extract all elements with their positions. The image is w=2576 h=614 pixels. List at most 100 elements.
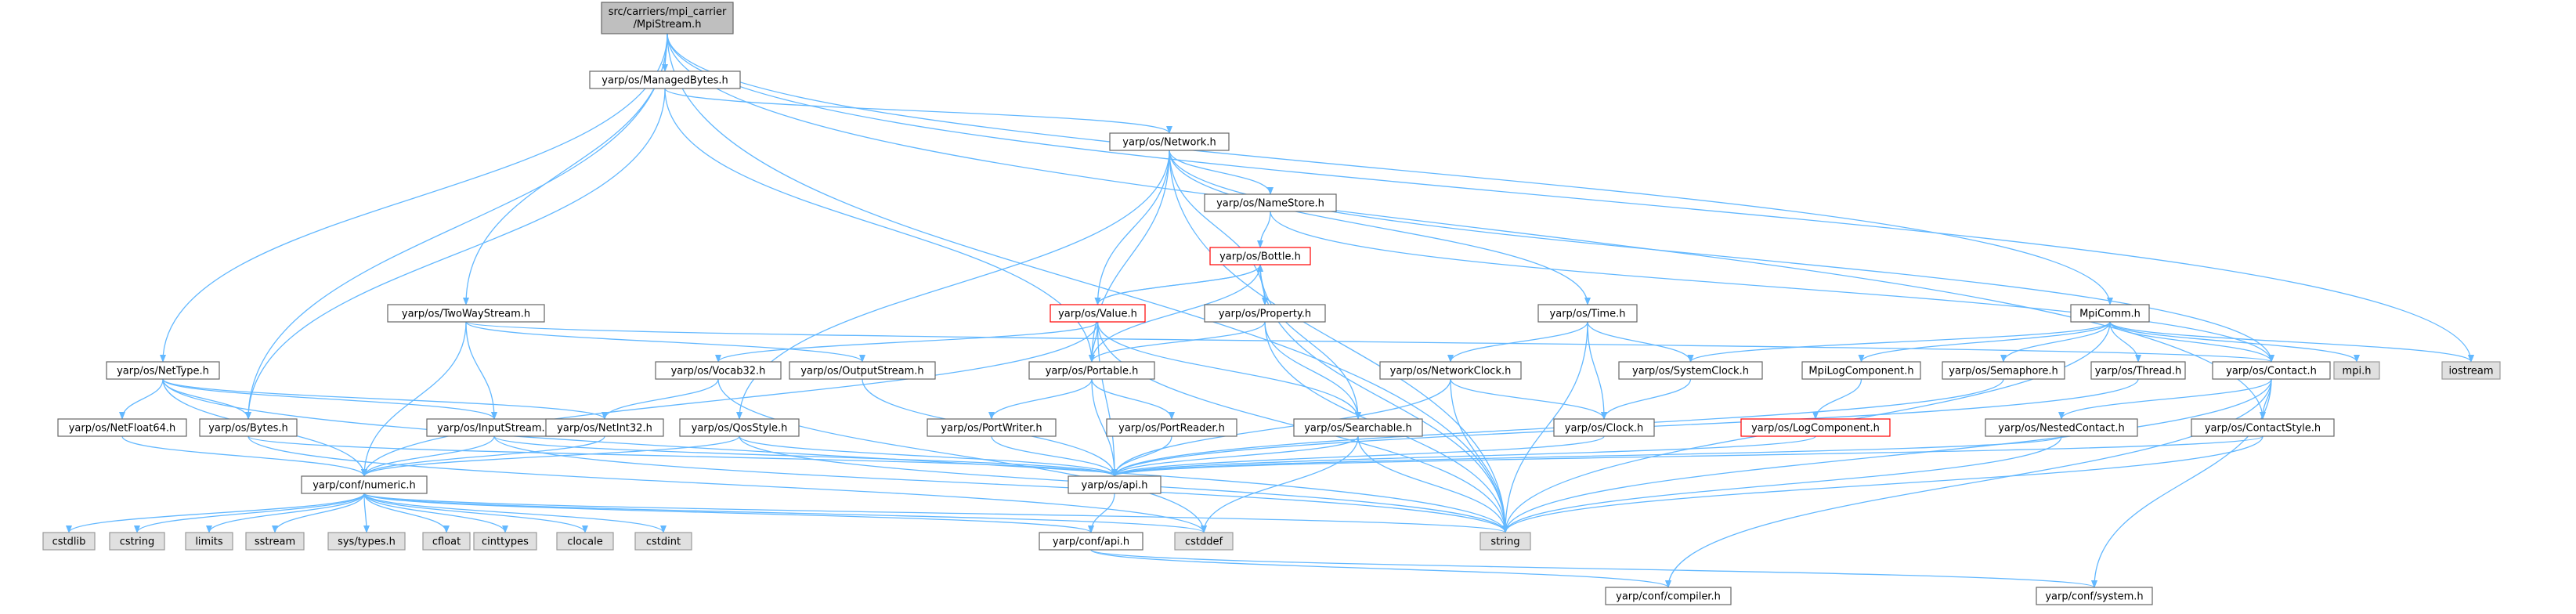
edge-managedbytes-to-bytes (245, 88, 666, 420)
node-box (1605, 587, 1732, 605)
edge-searchable-to-api (1111, 435, 1359, 477)
node-box (245, 532, 305, 551)
node-contactstyle[interactable]: yarp/os/ContactStyle.h (2191, 418, 2335, 437)
node-root[interactable]: src/carriers/mpi_carrier/MpiStream.h (601, 2, 734, 34)
node-thread[interactable]: yarp/os/Thread.h (2090, 361, 2186, 380)
node-label: yarp/os/Time.h (1550, 309, 1626, 320)
node-contact[interactable]: yarp/os/Contact.h (2212, 361, 2331, 380)
node-namestore[interactable]: yarp/os/NameStore.h (1204, 193, 1337, 212)
node-bottle[interactable]: yarp/os/Bottle.h (1209, 247, 1311, 265)
node-label: yarp/os/Searchable.h (1304, 423, 1412, 435)
node-portable[interactable]: yarp/os/Portable.h (1028, 361, 1155, 380)
edge-nettype-to-netint32 (162, 378, 608, 420)
edge-portwriter-to-api (991, 435, 1118, 477)
node-box (589, 70, 741, 89)
node-numeric[interactable]: yarp/conf/numeric.h (301, 475, 428, 494)
node-label-line1: src/carriers/mpi_carrier (609, 6, 727, 18)
edge-contact-to-system (2091, 378, 2272, 588)
node-box (1174, 532, 1234, 551)
node-mpicomm[interactable]: MpiComm.h (2070, 304, 2150, 323)
edge-contact-to-string (1502, 378, 2272, 533)
node-bytes[interactable]: yarp/os/Bytes.h (199, 418, 298, 437)
edge-numeric-to-cfloat (363, 493, 450, 533)
node-box (42, 532, 96, 551)
edge-twowaystream-to-contact (465, 321, 2274, 363)
edge-inputstream-to-api (493, 435, 1118, 477)
edge-vocab32-to-netint32 (602, 378, 719, 420)
edge-numeric-to-systypes (363, 493, 370, 533)
edge-api-to-confapi (1088, 493, 1115, 533)
edge-mpicomm-to-semaphore (2000, 321, 2111, 363)
edge-numeric-to-sstream (272, 493, 365, 533)
edge-network-to-value (1094, 150, 1170, 305)
edge-searchable-to-string (1357, 435, 1508, 533)
node-portreader[interactable]: yarp/os/PortReader.h (1106, 418, 1237, 437)
edge-searchable-to-cstddef (1201, 435, 1359, 533)
node-portwriter[interactable]: yarp/os/PortWriter.h (927, 418, 1057, 437)
node-outputstream[interactable]: yarp/os/OutputStream.h (789, 361, 936, 380)
node-cstdint: cstdint (634, 532, 692, 551)
edge-clock-to-api (1111, 435, 1605, 477)
edge-nestedcontact-to-api (1111, 435, 2062, 477)
node-string: string (1479, 532, 1531, 551)
edge-portable-to-portreader (1091, 378, 1175, 420)
edge-portable-to-portwriter (988, 378, 1093, 420)
node-network[interactable]: yarp/os/Network.h (1109, 132, 1230, 151)
node-label: yarp/os/Value.h (1058, 309, 1137, 320)
node-label: yarp/os/Thread.h (2095, 366, 2182, 377)
node-netfloat64[interactable]: yarp/os/NetFloat64.h (57, 418, 187, 437)
node-box (473, 532, 537, 551)
node-value[interactable]: yarp/os/Value.h (1050, 304, 1146, 323)
edge-numeric-to-confapi (363, 493, 1094, 533)
node-clock[interactable]: yarp/os/Clock.h (1553, 418, 1655, 437)
node-semaphore[interactable]: yarp/os/Semaphore.h (1942, 361, 2065, 380)
node-confapi[interactable]: yarp/conf/api.h (1039, 532, 1143, 551)
node-managedbytes[interactable]: yarp/os/ManagedBytes.h (589, 70, 741, 89)
node-cstring: cstring (109, 532, 165, 551)
node-networkclock[interactable]: yarp/os/NetworkClock.h (1379, 361, 1522, 380)
node-twowaystream[interactable]: yarp/os/TwoWayStream.h (387, 304, 545, 323)
node-mpilogcomponent[interactable]: MpiLogComponent.h (1801, 361, 1921, 380)
edge-value-to-api (1097, 321, 1118, 477)
node-label: limits (195, 536, 223, 548)
node-label: yarp/os/NetType.h (117, 366, 209, 377)
node-label: yarp/os/NetworkClock.h (1390, 366, 1512, 377)
node-label: yarp/conf/numeric.h (313, 480, 416, 492)
node-time[interactable]: yarp/os/Time.h (1537, 304, 1638, 323)
node-label: yarp/conf/api.h (1053, 536, 1129, 548)
node-box (789, 361, 936, 380)
node-label: yarp/conf/compiler.h (1616, 591, 1721, 603)
edge-vocab32-to-cstddef (717, 378, 1207, 533)
node-box (1537, 304, 1638, 323)
node-nettype[interactable]: yarp/os/NetType.h (106, 361, 220, 380)
node-system[interactable]: yarp/conf/system.h (2036, 587, 2153, 605)
edge-time-to-clock (1587, 321, 1607, 420)
edge-numeric-to-limits (206, 493, 365, 533)
node-label: yarp/os/QosStyle.h (692, 423, 788, 435)
node-sstream: sstream (245, 532, 305, 551)
node-box (106, 361, 220, 380)
node-vocab32[interactable]: yarp/os/Vocab32.h (655, 361, 782, 380)
node-label: MpiComm.h (2079, 309, 2141, 320)
node-netint32[interactable]: yarp/os/NetInt32.h (545, 418, 664, 437)
node-label: yarp/os/Vocab32.h (671, 366, 766, 377)
node-label: yarp/os/InputStream.h (437, 423, 551, 435)
node-label: string (1490, 536, 1519, 548)
node-compiler[interactable]: yarp/conf/compiler.h (1605, 587, 1732, 605)
node-label: yarp/os/Network.h (1122, 137, 1216, 149)
edge-root-to-bytes (245, 33, 668, 420)
node-searchable[interactable]: yarp/os/Searchable.h (1293, 418, 1423, 437)
node-qosstyle[interactable]: yarp/os/QosStyle.h (679, 418, 800, 437)
edge-value-to-bottle (1097, 264, 1263, 305)
edge-numeric-to-clocale (363, 493, 588, 533)
node-api[interactable]: yarp/os/api.h (1068, 475, 1162, 494)
node-box (199, 418, 298, 437)
node-property[interactable]: yarp/os/Property.h (1204, 304, 1326, 323)
node-box (1618, 361, 1763, 380)
edge-bottle-to-searchable (1259, 264, 1361, 420)
node-inputstream[interactable]: yarp/os/InputStream.h (426, 418, 562, 437)
edge-nettype-to-string (162, 378, 1508, 533)
node-logcomponent[interactable]: yarp/os/LogComponent.h (1740, 418, 1891, 437)
node-nestedcontact[interactable]: yarp/os/NestedContact.h (1985, 418, 2138, 437)
node-systemclock[interactable]: yarp/os/SystemClock.h (1618, 361, 1763, 380)
